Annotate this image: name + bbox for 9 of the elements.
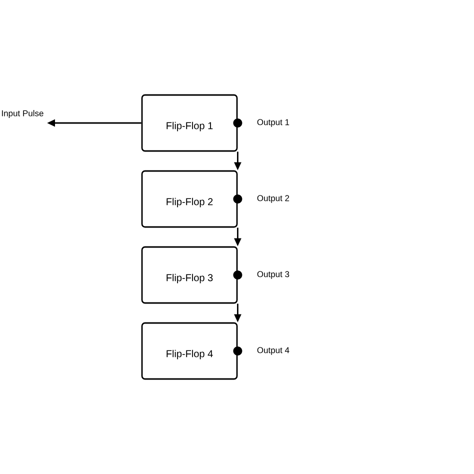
- flip-flop-box: Flip-Flop 1: [141, 94, 238, 152]
- output-label: Output 1: [257, 119, 290, 127]
- flip-flop-box: Flip-Flop 3: [141, 246, 238, 304]
- output-label: Output 2: [257, 195, 290, 203]
- input-label: Input Pulse: [2, 110, 44, 118]
- flip-flop-box: Flip-Flop 2: [141, 170, 238, 228]
- flip-flop-box: Flip-Flop 4: [141, 322, 238, 380]
- output-label: Output 4: [257, 347, 290, 355]
- output-label: Output 3: [257, 271, 290, 279]
